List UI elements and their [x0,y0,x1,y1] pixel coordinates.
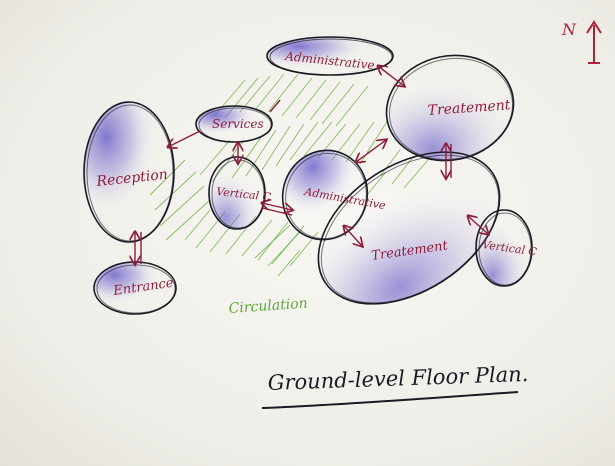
arrow-reception-services [168,130,201,147]
north-arrow: N [561,20,602,64]
compass-label: N [561,20,577,39]
arrow-admin-treatment-bottom [344,226,362,246]
arrow-treatment-vertical [468,216,488,234]
circulation-label: Circulation [228,296,308,317]
arrow-admin-treatment [378,66,404,86]
label-vertical-c-left: Vertical C [216,185,272,204]
arrow-admin-treatment-top [356,140,386,162]
label-services: Services [212,117,264,131]
arrow-services-admin [269,99,281,113]
label-vertical-c-left-text: Vertical C [216,185,272,204]
label-reception: Reception [95,167,169,190]
zone-services [195,105,273,143]
title-underline [261,391,519,409]
zone-treatment-bottom [317,151,501,305]
connection-arrows [135,66,488,264]
zone-treatment-top [385,54,515,162]
page-title: Ground-level Floor Plan. [267,362,528,395]
zone-administrative-top [266,36,394,76]
arrow-vertical-admin-2 [261,207,293,216]
arrow-vertical-admin [262,203,292,210]
label-treatment-top: Treatement [427,97,511,119]
zone-reception [83,101,175,243]
